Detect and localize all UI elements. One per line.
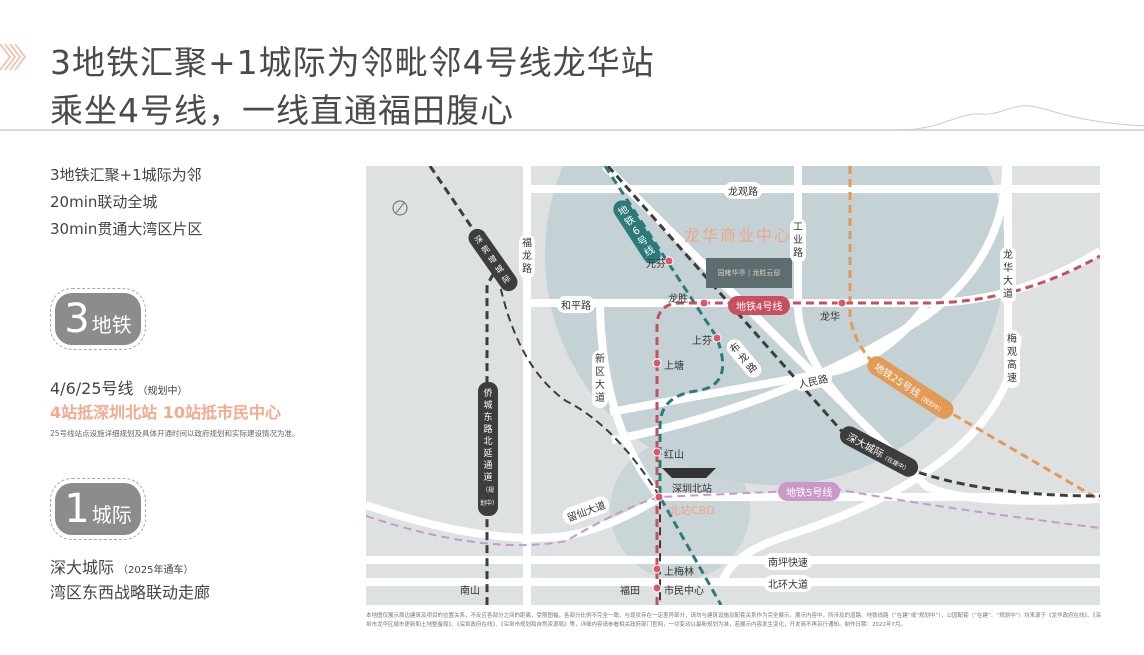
intercity-note: （2025年通车）	[118, 565, 194, 576]
map-disclaimer: 本地图仅展示周边建筑及项目的位置关系，不反应各部分之间的距离，受限图幅，各部分比…	[366, 613, 1102, 628]
summary-line: 3地铁汇聚+1城际为邻	[50, 166, 202, 184]
project-marker: 园雍华亭 | 龙胜云邸	[706, 258, 792, 288]
road-label: 龙华大道	[1000, 246, 1016, 304]
title-divider	[0, 129, 1144, 131]
road-label: 龙观路	[724, 182, 762, 199]
sgz-branch-path	[497, 275, 661, 605]
station-markers	[652, 256, 847, 593]
badge-number: 1	[64, 486, 90, 532]
qiaocheng-note: （规划中）	[480, 487, 499, 507]
page-title-line2: 乘坐4号线，一线直通福田腹心	[50, 91, 514, 130]
road-label: 工业路	[790, 218, 806, 263]
szbei-station-icon	[662, 468, 716, 478]
badge-text: 城际	[91, 502, 132, 527]
metro-lines-label: 4/6/25号线	[50, 379, 134, 398]
page-title-line1: 3地铁汇聚+1城际为邻毗邻4号线龙华站	[50, 43, 655, 82]
metro-footnote: 25号线站点设施详细规划及具体开通时间以政府规划和实际建设情况为准。	[50, 429, 300, 438]
line5-path	[366, 487, 1100, 547]
district-label: 南山	[460, 586, 480, 597]
station-label: 上梅林	[664, 567, 694, 578]
badge-text: 地铁	[91, 312, 132, 337]
line6-path	[603, 166, 725, 605]
station-label: 龙华	[820, 312, 840, 323]
road-arc	[611, 166, 1010, 444]
line4-path	[655, 254, 1100, 605]
summary-line: 30min贯通大湾区片区	[50, 220, 203, 238]
road-label: 和平路	[557, 296, 595, 313]
summary-line: 20min联动全城	[50, 193, 158, 211]
road-label: 梅观高速	[1004, 330, 1020, 388]
zone-label-longhua: 龙华商业中心	[684, 226, 793, 245]
intercity-name-label: 深大城际	[50, 558, 115, 577]
station-label: 红山	[664, 450, 684, 461]
station-label: 元芬	[646, 259, 666, 270]
intercity-desc: 湾区东西战略联动走廊	[50, 583, 211, 602]
district-label: 福田	[620, 586, 640, 597]
metro-lines: 4/6/25号线（规划中）	[50, 375, 188, 399]
zone-label-cbd: 北站CBD	[669, 504, 715, 517]
road-label: 福龙路	[519, 234, 535, 279]
metro-lines-note: （规划中）	[137, 386, 188, 397]
transit-map: 龙华商业中心 北站CBD 园雍华亭 | 龙胜云邸 龙观路 工业路 福龙路 和平路…	[366, 166, 1100, 605]
road-label: 新区大道	[592, 350, 608, 408]
road-label: 北环大道	[764, 575, 812, 592]
station-label: 市民中心	[664, 586, 704, 597]
chevron-decoration-icon	[0, 43, 26, 71]
metro-highlight: 4站抵深圳北站 10站抵市民中心	[50, 403, 281, 422]
line25-path	[848, 166, 1100, 502]
qiaocheng-label: 侨城东路北延通道 （规划中）	[478, 382, 498, 516]
road-label: 南坪快速	[764, 553, 812, 570]
station-label: 龙胜	[668, 294, 688, 305]
station-label: 上芬	[692, 336, 712, 347]
station-label: 深圳北站	[672, 484, 712, 495]
mountain-decoration-icon	[900, 105, 1144, 131]
compass-icon	[392, 200, 408, 216]
qiaocheng-name: 侨城东路北延通道	[483, 389, 493, 483]
badge-number: 3	[64, 296, 90, 342]
line5-label: 地铁5号线	[778, 482, 841, 501]
map-graphics	[366, 166, 1100, 605]
line4-label: 地铁4号线	[728, 296, 791, 315]
road-liuxian	[366, 493, 1100, 542]
station-label: 上塘	[664, 361, 684, 372]
intercity-name: 深大城际（2025年通车）	[50, 554, 193, 578]
intercity-path	[606, 166, 1100, 498]
